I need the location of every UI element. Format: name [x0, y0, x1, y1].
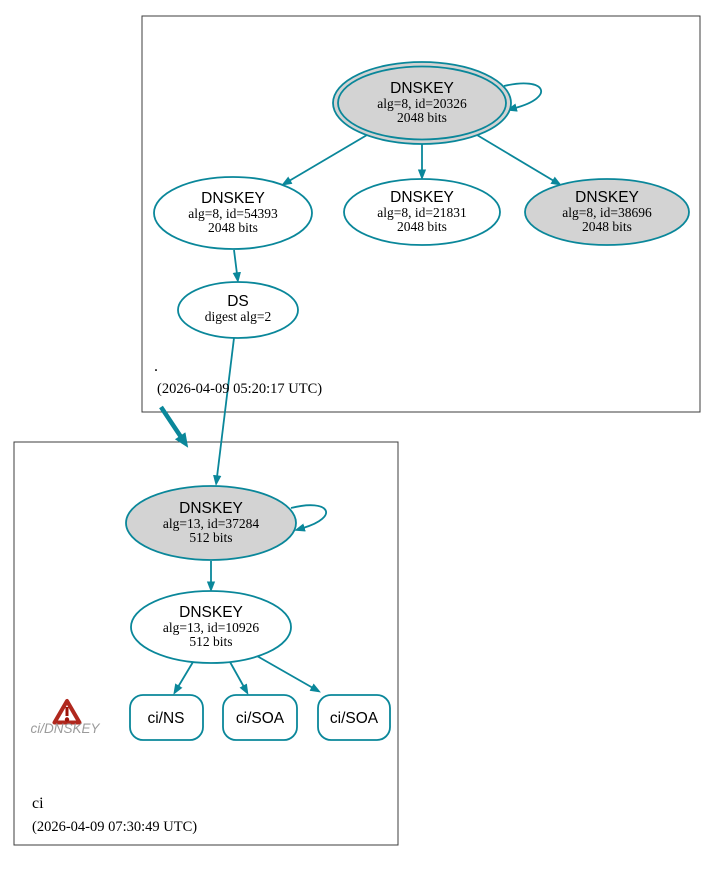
ds-title: DS — [227, 293, 249, 310]
dnskey-node-10926[interactable]: DNSKEY alg=13, id=10926 512 bits — [130, 590, 292, 664]
dnskey-21831-title: DNSKEY — [390, 189, 454, 206]
ds-node[interactable]: DS digest alg=2 — [177, 281, 299, 339]
dnskey-node-10926-shape — [130, 590, 292, 664]
dnskey-node-20326[interactable]: DNSKEY alg=8, id=20326 2048 bits — [332, 61, 512, 145]
edge-ds-to-ci-ksk — [213, 337, 235, 487]
dnskey-20326-title: DNSKEY — [390, 80, 454, 97]
rrset-node-ci-soa-1[interactable]: ci/SOA — [222, 694, 298, 741]
dnskey-37284-bits: 512 bits — [189, 530, 232, 545]
edge-ci-zsk-to-soa2 — [256, 655, 321, 693]
rrset-ci-ns-shape — [129, 694, 204, 741]
dnskey-21831-bits: 2048 bits — [397, 219, 447, 234]
edge-root-ksk-selfsign-loop — [503, 82, 542, 112]
warning-node-ci-dnskey[interactable]: ci/DNSKEY — [30, 699, 100, 736]
dnskey-node-54393[interactable]: DNSKEY alg=8, id=54393 2048 bits — [153, 176, 313, 250]
dnskey-10926-title: DNSKEY — [179, 604, 243, 621]
warning-icon-exclamation-dot — [64, 717, 70, 722]
dnskey-node-21831[interactable]: DNSKEY alg=8, id=21831 2048 bits — [343, 178, 501, 246]
ds-node-shape — [177, 281, 299, 339]
dnskey-node-38696-shape — [524, 178, 690, 246]
rrset-ci-soa-2-label: ci/SOA — [330, 710, 379, 727]
ds-detail: digest alg=2 — [205, 309, 271, 324]
warning-node-label: ci/DNSKEY — [30, 721, 100, 736]
dnskey-10926-detail: alg=13, id=10926 — [163, 620, 259, 635]
zone-label-root: . — [154, 358, 158, 375]
dnskey-37284-title: DNSKEY — [179, 500, 243, 517]
dnskey-node-37284-shape — [125, 485, 297, 561]
edge-zsk-54393-to-ds — [232, 249, 241, 284]
rrset-ci-soa-1-shape — [222, 694, 298, 741]
dnskey-node-20326-inner-ring — [337, 65, 507, 141]
dnskey-38696-title: DNSKEY — [575, 189, 639, 206]
dnskey-38696-detail: alg=8, id=38696 — [562, 205, 652, 220]
zone-box-ci — [13, 441, 399, 846]
rrset-ci-ns-label: ci/NS — [147, 710, 184, 727]
dnskey-21831-detail: alg=8, id=21831 — [377, 205, 466, 220]
dnskey-20326-bits: 2048 bits — [397, 110, 447, 125]
rrset-ci-soa-2-shape — [317, 694, 391, 741]
dnskey-node-38696[interactable]: DNSKEY alg=8, id=38696 2048 bits — [524, 178, 690, 246]
rrset-node-ci-ns[interactable]: ci/NS — [129, 694, 204, 741]
edge-root-ksk-to-ksk-38696 — [476, 134, 562, 186]
zone-box-root — [141, 15, 701, 413]
dnskey-node-21831-shape — [343, 178, 501, 246]
dnskey-node-37284[interactable]: DNSKEY alg=13, id=37284 512 bits — [125, 485, 297, 561]
edge-ci-zsk-to-ns — [173, 661, 194, 695]
edge-zone-delegation-root-to-ci — [159, 405, 189, 448]
zone-timestamp-root: (2026-04-09 05:20:17 UTC) — [157, 381, 322, 397]
dnskey-20326-detail: alg=8, id=20326 — [377, 96, 467, 111]
dnskey-38696-bits: 2048 bits — [582, 219, 632, 234]
edge-ci-zsk-to-soa1 — [229, 661, 249, 695]
dnskey-10926-bits: 512 bits — [189, 634, 232, 649]
zone-timestamp-ci: (2026-04-09 07:30:49 UTC) — [32, 819, 197, 835]
dnskey-54393-title: DNSKEY — [201, 190, 265, 207]
edge-ci-ksk-selfsign-loop — [290, 504, 327, 532]
dnskey-54393-detail: alg=8, id=54393 — [188, 206, 278, 221]
edge-root-ksk-to-zsk-54393 — [281, 134, 368, 186]
dnskey-node-54393-shape — [153, 176, 313, 250]
rrset-ci-soa-1-label: ci/SOA — [236, 710, 285, 727]
zone-label-ci: ci — [32, 795, 44, 812]
dnskey-37284-detail: alg=13, id=37284 — [163, 516, 259, 531]
rrset-node-ci-soa-2[interactable]: ci/SOA — [317, 694, 391, 741]
dnskey-54393-bits: 2048 bits — [208, 220, 258, 235]
